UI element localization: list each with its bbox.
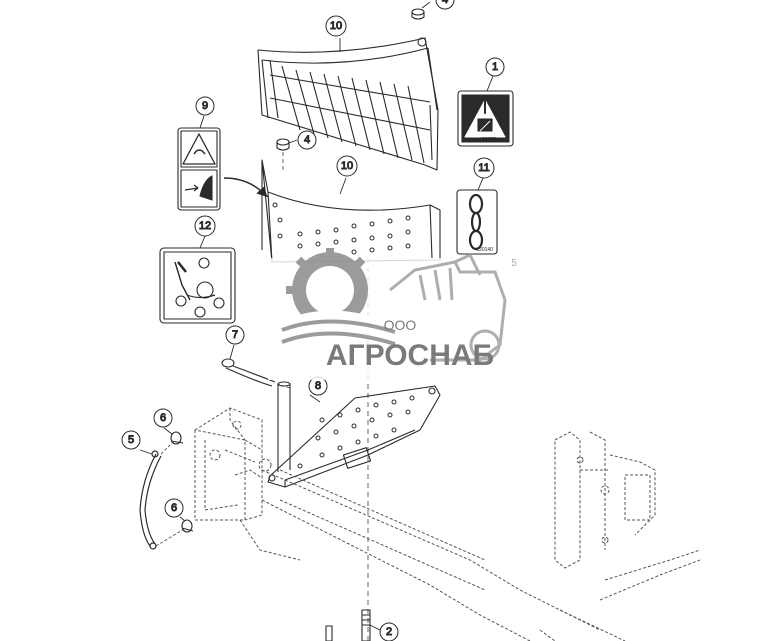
callout-label: 2 — [386, 626, 392, 638]
shield-panel-upper — [257, 37, 439, 171]
callout-label: 1 — [492, 61, 498, 73]
gear-field-icon — [281, 248, 396, 346]
callout-7: 7 — [225, 325, 245, 345]
watermark-prefix: ООО — [384, 317, 417, 333]
callout-4-middle: 4 — [297, 130, 317, 150]
callout-label: 5 — [128, 434, 134, 446]
callout-11: 11 — [473, 157, 495, 179]
callout-label: 11 — [478, 162, 489, 174]
shield-panel-lower — [261, 159, 441, 263]
callout-1: 1 — [485, 57, 505, 77]
callout-label: 10 — [341, 160, 353, 172]
leader-lines — [139, 1, 494, 631]
decal-11-chain — [456, 189, 498, 255]
callout-label: 10 — [330, 20, 342, 32]
callout-4-upper: 4 — [435, 0, 455, 10]
svg-text:5: 5 — [511, 258, 517, 269]
callout-label: 9 — [202, 100, 208, 112]
main-frame — [194, 407, 701, 641]
callout-label: 4 — [304, 134, 310, 146]
decal-11-code: L20140 — [476, 247, 493, 253]
watermark-name: АГРОСНАБ — [326, 339, 494, 372]
spring-pin-7 — [221, 358, 276, 387]
knob-upper — [411, 8, 425, 20]
callout-6-upper: 6 — [153, 408, 173, 428]
callout-2: 2 — [379, 622, 399, 641]
callout-6-lower: 6 — [164, 498, 184, 518]
ring-6-lower — [181, 519, 194, 533]
callout-9: 9 — [195, 96, 215, 116]
linkage-rod-5 — [139, 450, 162, 550]
callout-10-upper: 10 — [325, 15, 347, 37]
ring-6-upper — [170, 431, 184, 445]
callout-10-lower: 10 — [336, 155, 358, 177]
callout-5: 5 — [121, 430, 141, 450]
decal-1-code: L20058 — [479, 137, 496, 143]
bolt-2 — [325, 609, 371, 641]
callout-label: 8 — [315, 380, 321, 392]
combine-harvester-icon — [389, 253, 507, 362]
callout-label: 12 — [199, 220, 211, 232]
callout-label: 6 — [160, 412, 166, 424]
decal-1-triangle — [457, 90, 514, 147]
watermark: ООО АГРОСНАБ 5 — [268, 248, 530, 380]
callout-12: 12 — [194, 215, 216, 237]
decal-9-warning — [177, 127, 221, 211]
knob-middle — [276, 138, 290, 151]
decal-12-instructions — [159, 247, 236, 324]
mount-plate-8 — [267, 381, 441, 488]
callout-label: 6 — [171, 502, 177, 514]
callout-label: 4 — [442, 0, 448, 6]
callout-label: 7 — [232, 329, 238, 341]
decal-9-arrow — [223, 177, 267, 198]
